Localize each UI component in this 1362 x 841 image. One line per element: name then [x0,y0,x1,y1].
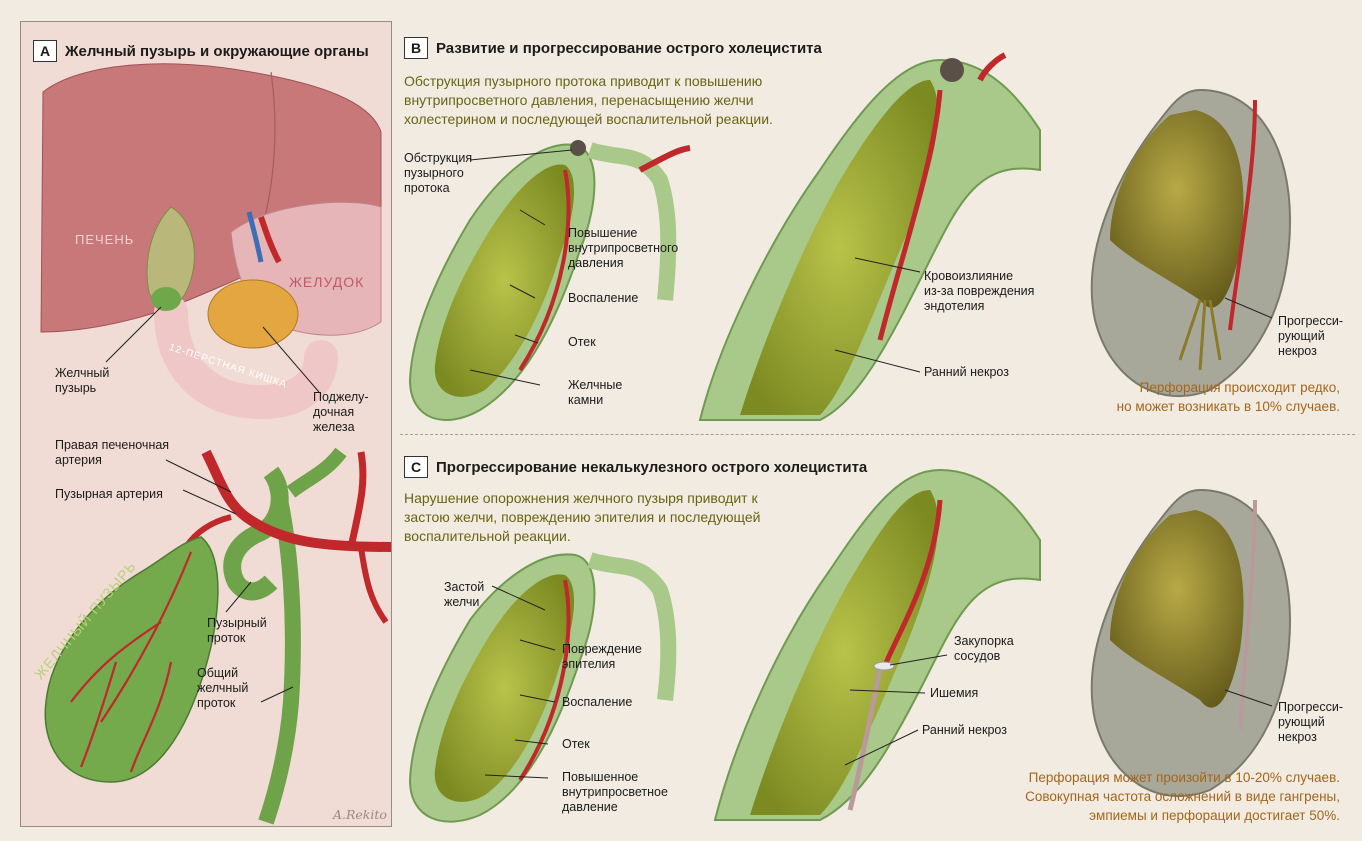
c-inflammation-label: Воспаление [562,695,632,710]
c-epithelial-damage-label: Повреждение эпителия [562,642,642,672]
b-pressure-label: Повышение внутрипросветного давления [568,226,678,271]
panel-b-title: Развитие и прогрессирование острого холе… [436,40,822,57]
panel-c-letter: C [404,456,428,478]
panel-b-note: Перфорация происходит редко, но может во… [1117,378,1340,416]
b-stage3-gallbladder [1092,90,1290,396]
b-progressive-necrosis-label: Прогресси- рующий некроз [1278,314,1343,359]
c-ischemia-label: Ишемия [930,686,978,701]
section-divider [400,434,1355,435]
panel-b-description: Обструкция пузырного протока приводит к … [404,72,773,129]
panel-c-title: Прогрессирование некалькулезного острого… [436,459,867,476]
c-pressure-label: Повышенное внутрипросветное давление [562,770,668,815]
panel-c-header: C Прогрессирование некалькулезного остро… [404,456,867,478]
b-obstruction-label: Обструкция пузырного протока [404,151,472,196]
panel-b-letter: B [404,37,428,59]
panel-c-note: Перфорация может произойти в 10-20% случ… [1025,768,1340,825]
b-inflammation-label: Воспаление [568,291,638,306]
b-edema-label: Отек [568,335,596,350]
b-early-necrosis-label: Ранний некроз [924,365,1009,380]
panel-c-description: Нарушение опорожнения желчного пузыря пр… [404,489,761,546]
b-hemorrhage-label: Кровоизлияние из-за повреждения эндотели… [924,269,1034,314]
c-edema-label: Отек [562,737,590,752]
c-stage3-gallbladder [1092,490,1290,796]
c-progressive-necrosis-label: Прогресси- рующий некроз [1278,700,1343,745]
c-early-necrosis-label: Ранний некроз [922,723,1007,738]
c-vessel-occlusion-label: Закупорка сосудов [954,634,1014,664]
panel-b-header: B Развитие и прогрессирование острого хо… [404,37,822,59]
b-gallstones-label: Желчные камни [568,378,622,408]
c-stasis-label: Застой желчи [444,580,484,610]
